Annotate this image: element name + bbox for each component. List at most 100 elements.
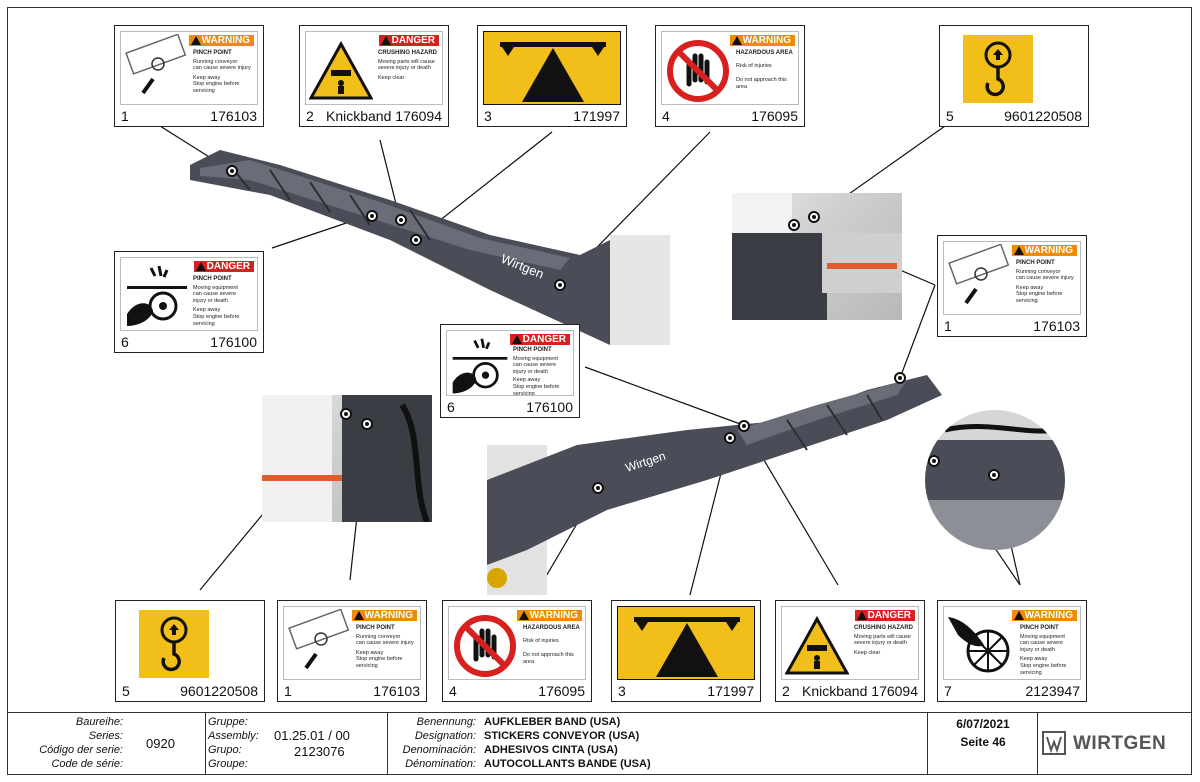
group-value: 2123076 (294, 744, 345, 759)
marker-11 (894, 372, 906, 384)
title-block: Baureihe:Series: Código der serie:Code d… (8, 712, 1192, 775)
conveyor-photo-bottom: Wirtgen (487, 350, 942, 595)
conveyor-hand-icon (948, 244, 1010, 305)
conveyor-hand-icon (288, 609, 350, 670)
marker-12 (340, 408, 352, 420)
no-entry-hand-icon (667, 40, 729, 102)
callout-index: 5 (946, 108, 954, 124)
marker-14 (928, 455, 940, 467)
conveyor-hand-icon (125, 34, 187, 95)
callout-index: 3 (484, 108, 492, 124)
sticker-lifting-point (945, 31, 1083, 105)
part-note: Knickband (802, 683, 868, 699)
designation-cell: Benennung:Designation: Denominación:Déno… (388, 713, 928, 775)
callout-index: 1 (121, 108, 129, 124)
danger-header: DANGER (509, 334, 570, 345)
warning-header: WARNING (188, 35, 254, 46)
danger-header: DANGER (378, 35, 439, 46)
crushing-hazard-icon (309, 40, 373, 100)
date-text: 6/07/2021 (956, 717, 1010, 731)
crushing-hazard-icon (785, 615, 849, 675)
part-number: 9601220508 (180, 683, 258, 699)
drawing-frame (7, 7, 1192, 775)
no-entry-hand-icon (454, 615, 516, 677)
part-number: 176095 (538, 683, 585, 699)
part-number: 176094 (871, 683, 918, 699)
hand-roller-icon (127, 265, 187, 326)
sticker-crushing-danger: DANGER CRUSHING HAZARD Moving parts will… (781, 606, 919, 680)
assembly-value: 01.25.01 / 00 (274, 728, 350, 743)
sticker-balance (617, 606, 755, 680)
part-number: 176100 (210, 334, 257, 350)
callout-index: 1 (944, 318, 952, 334)
callout-2: DANGER CRUSHING HAZARD Moving parts will… (299, 25, 449, 127)
sticker-text: HAZARDOUS AREA Risk of injuries Do not a… (736, 50, 793, 90)
warning-header: WARNING (1011, 610, 1077, 621)
callout-5: 5 9601220508 (939, 25, 1089, 127)
sticker-text: HAZARDOUS AREA Risk of injuries Do not a… (523, 625, 580, 665)
detail-photo-right (732, 193, 902, 320)
sticker-balance (483, 31, 621, 105)
callout-index: 6 (121, 334, 129, 350)
alert-triangle-icon (511, 335, 522, 344)
callout-index: 7 (944, 683, 952, 699)
part-number: 176103 (1033, 318, 1080, 334)
marker-5 (366, 210, 378, 222)
date-cell: 6/07/2021 Seite 46 (928, 713, 1038, 775)
part-number: 9601220508 (1004, 108, 1082, 124)
marker-6 (808, 211, 820, 223)
callout-index: 3 (618, 683, 626, 699)
alert-triangle-icon (380, 36, 391, 45)
part-number: 176094 (395, 108, 442, 124)
callout-11: WARNING HAZARDOUS AREA Risk of injuries … (442, 600, 592, 702)
alert-triangle-icon (1013, 611, 1024, 620)
part-number: 176103 (373, 683, 420, 699)
callout-index: 4 (449, 683, 457, 699)
series-value: 0920 (146, 736, 175, 751)
part-number: 171997 (707, 683, 754, 699)
series-labels: Baureihe:Series: Código der serie:Code d… (39, 716, 123, 770)
warning-header: WARNING (729, 35, 795, 46)
lifting-hook-icon (963, 35, 1033, 103)
wirtgen-logo: WIRTGEN (1040, 722, 1185, 767)
sticker-hazardous-area: WARNING HAZARDOUS AREA Risk of injuries … (661, 31, 799, 105)
callout-9: 5 9601220508 (115, 600, 265, 702)
hand-roller-icon (452, 338, 508, 394)
marker-15 (988, 469, 1000, 481)
conveyor-photo-top: Wirtgen (190, 140, 670, 345)
alert-triangle-icon (856, 611, 867, 620)
designation-values: AUFKLEBER BAND (USA)STICKERS CONVEYOR (U… (484, 716, 651, 770)
lifting-hook-icon (139, 610, 209, 678)
page-number: Seite 46 (960, 735, 1006, 749)
marker-7 (788, 219, 800, 231)
alert-triangle-icon (518, 611, 529, 620)
part-number: 171997 (573, 108, 620, 124)
marker-13 (361, 418, 373, 430)
callout-index: 6 (447, 399, 455, 415)
marker-3 (410, 234, 422, 246)
marker-1 (226, 165, 238, 177)
marker-4 (554, 279, 566, 291)
part-note: Knickband (326, 108, 392, 124)
warning-header: WARNING (1011, 245, 1077, 256)
assembly-labels: Gruppe:Assembly: Grupo:Groupe: (208, 716, 259, 770)
hand-gear-icon (948, 617, 1010, 673)
